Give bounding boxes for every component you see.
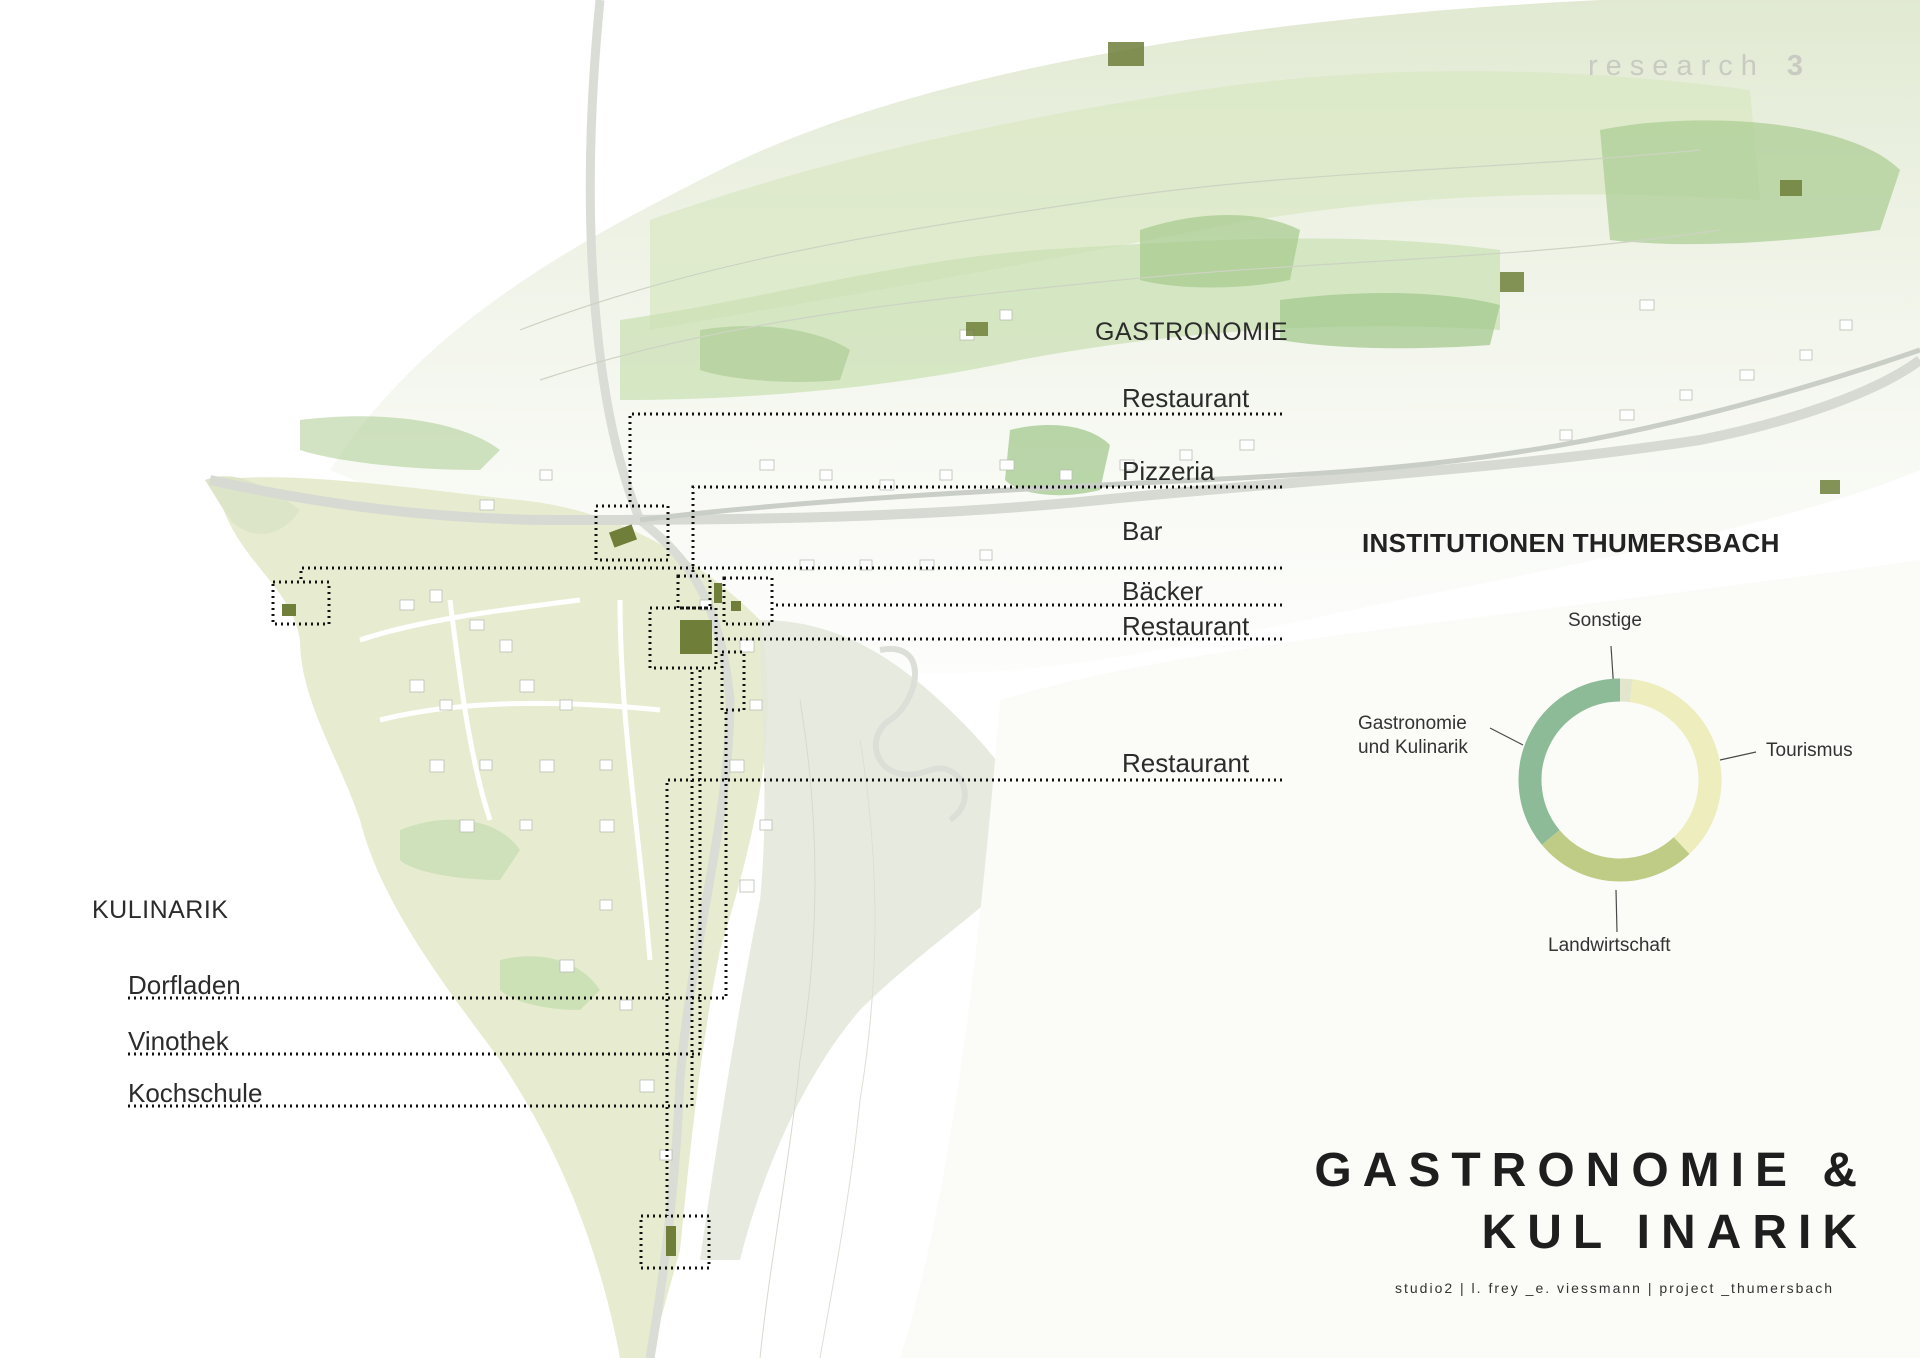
dark-building-cluster	[966, 42, 1840, 494]
forest-patch-6	[300, 416, 500, 470]
leader-boxes	[271, 504, 774, 1270]
research-label: research	[1588, 50, 1765, 82]
donut-segment-gastronomie-und-kulinarik	[1518, 678, 1621, 845]
label-kochschule: Kochschule	[128, 1078, 263, 1108]
lake-fade	[900, 560, 1920, 1358]
leader-restaurant-3	[665, 778, 1282, 1216]
shore-road	[208, 355, 1920, 526]
label-vinothek: Vinothek	[128, 1026, 229, 1056]
building-cluster	[399, 299, 1853, 1161]
forest-patch-4	[700, 326, 850, 382]
institutions-title: INSTITUTIONEN THUMERSBACH	[1362, 528, 1780, 558]
research-number: 3	[1786, 50, 1811, 82]
east-forest-slope	[700, 620, 1040, 1260]
donut-label-landwirtschaft: Landwirtschaft	[1548, 935, 1671, 956]
donut-label-gastronomie-line2: und Kulinarik	[1358, 737, 1468, 758]
leader-restaurant-1	[628, 412, 1282, 506]
highlighted-establishments	[282, 524, 741, 1256]
donut-segment-sonstige	[1619, 678, 1633, 703]
donut-segment-landwirtschaft	[1541, 829, 1690, 882]
label-restaurant-2: Restaurant	[1122, 611, 1250, 641]
gastronomie-heading: GASTRONOMIE	[1095, 318, 1289, 346]
label-dorfladen: Dorfladen	[128, 970, 241, 1000]
contour-line	[519, 149, 1701, 331]
research-header: research 3	[1588, 50, 1811, 83]
label-baecker: Bäcker	[1122, 576, 1203, 606]
contour-line	[759, 699, 816, 1358]
donut-segment-tourismus	[1629, 679, 1722, 854]
green-patch-south-1	[400, 819, 520, 880]
donut-label-tourismus: Tourismus	[1766, 740, 1853, 761]
leader-kochschule	[128, 668, 694, 1108]
creek	[639, 347, 1920, 523]
contour-line	[539, 229, 1721, 381]
forest-patch-2	[1140, 215, 1300, 288]
poster-title: GASTRONOMIE & KUL INARIK	[1314, 1140, 1868, 1264]
institutions-donut-chart	[1518, 678, 1722, 882]
poster-title-line1: GASTRONOMIE &	[1314, 1144, 1868, 1197]
leader-bar	[299, 566, 1282, 582]
label-restaurant-1: Restaurant	[1122, 383, 1250, 413]
contour-line	[819, 739, 876, 1358]
leader-dorfladen	[128, 710, 728, 1000]
leader-lines	[128, 412, 1282, 1216]
leader-pizzeria	[691, 485, 1282, 576]
label-restaurant-3: Restaurant	[1122, 748, 1250, 778]
label-pizzeria: Pizzeria	[1122, 456, 1215, 486]
poster-credit: studio2 | l. frey _e. viessmann | projec…	[1395, 1280, 1834, 1296]
donut-label-gastronomie: Gastronomie und Kulinarik	[1358, 712, 1468, 760]
village-plain	[215, 477, 768, 1358]
forest-patch-1	[1600, 120, 1900, 245]
label-bar: Bar	[1122, 516, 1163, 546]
leader-vinothek	[128, 668, 702, 1056]
serpentine-road	[872, 645, 968, 823]
main-road	[585, 0, 735, 1358]
west-shore	[205, 476, 300, 534]
donut-label-gastronomie-line1: Gastronomie	[1358, 713, 1467, 734]
kulinarik-heading: KULINARIK	[92, 896, 229, 924]
donut-label-sonstige: Sonstige	[1568, 610, 1642, 631]
poster-title-line2: KUL INARIK	[1481, 1206, 1868, 1259]
village-street-2	[447, 599, 493, 821]
forest-patch-3	[1280, 293, 1500, 349]
village-street-3	[379, 700, 661, 723]
forest-patch-5	[1005, 425, 1110, 496]
village-street-4	[617, 599, 653, 961]
village-street-1	[359, 597, 581, 643]
